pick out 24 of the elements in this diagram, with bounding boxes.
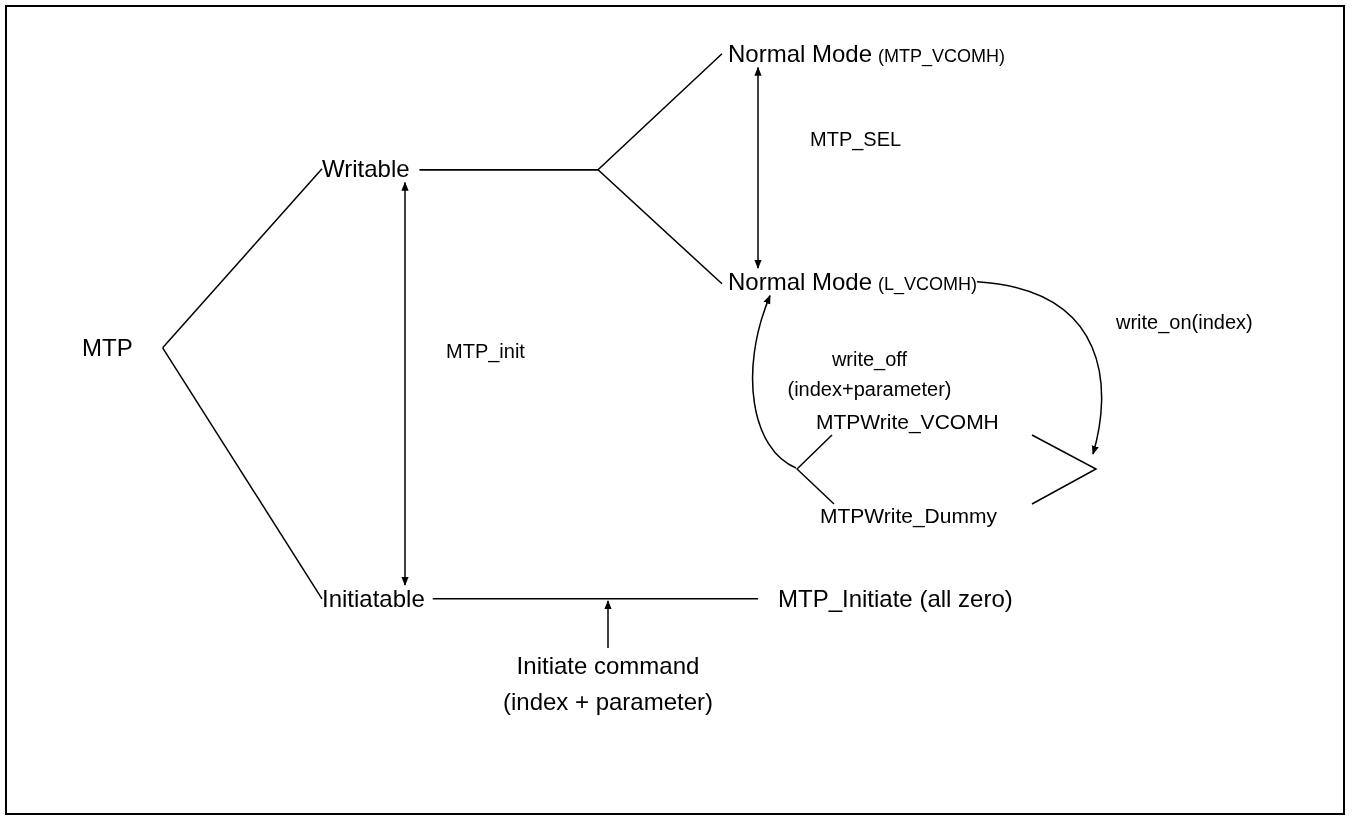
connector-line [161,168,323,349]
register-label: (MTP_VCOMH) [878,46,1006,67]
connector-line [161,347,323,600]
state-label: Writable [322,155,410,182]
edge-label: write_on(index) [1116,311,1253,334]
state-label: Initiatable [322,585,425,612]
connector-line [432,598,759,600]
arrow [754,66,762,269]
register-label: (L_VCOMH) [878,274,978,295]
edge-label: MTP_init [446,340,525,363]
state-label: Normal Mode [728,40,873,68]
arrow [604,600,612,649]
state-label: MTP_Initiate (all zero) [778,585,1013,612]
command-label: Initiate command (index + parameter) [502,652,714,715]
edge-label: write_off (index+parameter) [786,347,953,402]
arrow [752,294,797,469]
arrow [976,281,1103,455]
arrow [401,181,409,586]
write-option-label: MTPWrite_Dummy [820,504,997,529]
state-label: MTP [82,334,133,361]
connector-line [418,169,723,285]
state-label: Normal Mode [728,268,873,296]
write-option-label: MTPWrite_VCOMH [816,410,999,435]
edge-label: MTP_SEL [810,128,902,151]
